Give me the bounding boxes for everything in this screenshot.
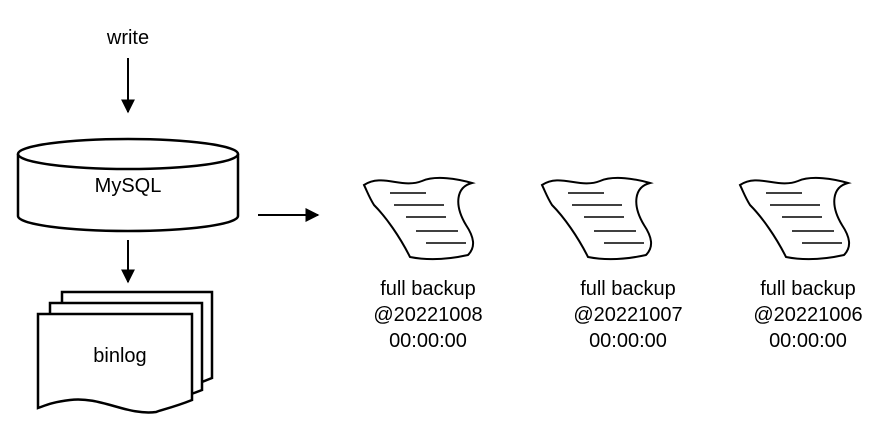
backup-title: full backup [760,278,856,300]
backup-doc-icon [363,176,475,261]
mysql-label: MySQL [94,175,162,197]
write-label: write [106,27,150,49]
mysql-database-icon [16,137,240,233]
binlog-stack-icon [36,290,214,414]
backup-time: 00:00:00 [589,330,667,352]
binlog-label: binlog [93,345,147,367]
backup-doc-icon [541,176,653,261]
backup-time: 00:00:00 [769,330,847,352]
backup-time: 00:00:00 [389,330,467,352]
backup-caption: full backup @20221006 00:00:00 [728,276,888,354]
backup-title: full backup [580,278,676,300]
backup-caption: full backup @20221007 00:00:00 [548,276,708,354]
backup-doc-icon [739,176,851,261]
backup-title: full backup [380,278,476,300]
backup-date: @20221007 [573,304,683,326]
backup-caption: full backup @20221008 00:00:00 [348,276,508,354]
backup-date: @20221006 [753,304,863,326]
backup-date: @20221008 [373,304,483,326]
